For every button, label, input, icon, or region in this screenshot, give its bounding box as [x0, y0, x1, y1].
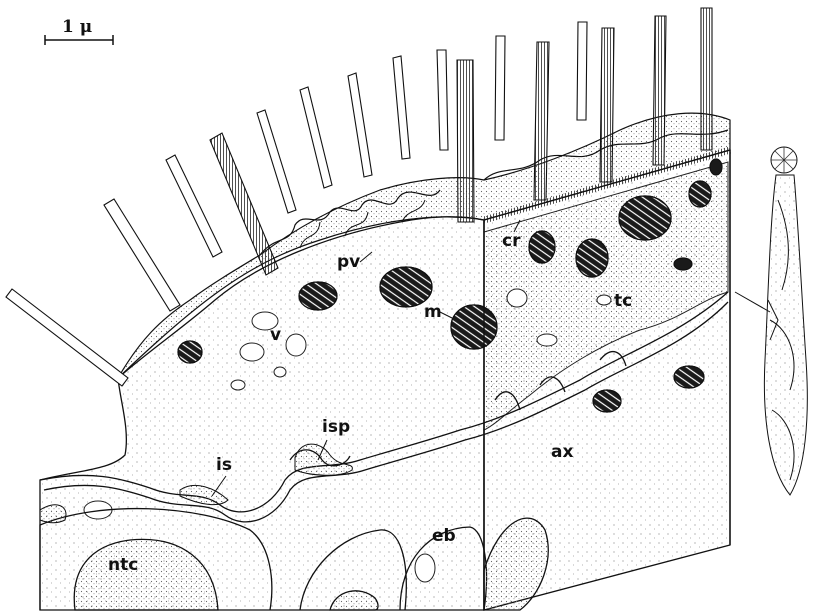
cilium: [534, 42, 549, 200]
mitochondrion: [576, 239, 608, 277]
mitochondrion: [299, 282, 337, 310]
label-eb: eb: [432, 526, 456, 546]
cilium: [6, 289, 128, 386]
label-ntc: ntc: [108, 555, 138, 575]
label-ax: ax: [551, 442, 573, 462]
scale-bar-label: 1 μ: [62, 17, 92, 37]
cilium: [495, 36, 505, 140]
mitochondrion: [178, 341, 202, 363]
mitochondrion: [529, 231, 555, 263]
cilium: [437, 50, 448, 150]
mitochondrion: [593, 390, 621, 412]
label-cr: cr: [502, 231, 521, 251]
cilium: [393, 56, 410, 159]
label-isp: isp: [322, 417, 350, 437]
mitochondrion: [689, 181, 711, 207]
mitochondrion: [380, 267, 432, 307]
label-is: is: [216, 455, 232, 475]
cilium: [653, 16, 666, 165]
label-tc: tc: [614, 291, 632, 311]
scale-bar: 1 μ: [45, 17, 113, 45]
mitochondrion: [619, 196, 671, 240]
cilium: [104, 199, 180, 311]
cilium: [600, 28, 614, 182]
inset-organism: [764, 147, 807, 495]
cilium: [257, 110, 296, 213]
cilium: [457, 60, 474, 222]
mitochondrion: [674, 258, 692, 270]
label-pv: pv: [337, 252, 360, 272]
cilium: [166, 155, 222, 257]
cilium: [210, 133, 278, 275]
cilium: [577, 22, 587, 120]
label-v: v: [270, 325, 281, 345]
mitochondrion: [674, 366, 704, 388]
cilium: [701, 8, 712, 150]
cilium: [300, 87, 332, 188]
label-m: m: [424, 302, 442, 322]
mitochondrion: [710, 159, 722, 175]
cilium: [348, 73, 372, 177]
mitochondrion: [451, 305, 497, 349]
